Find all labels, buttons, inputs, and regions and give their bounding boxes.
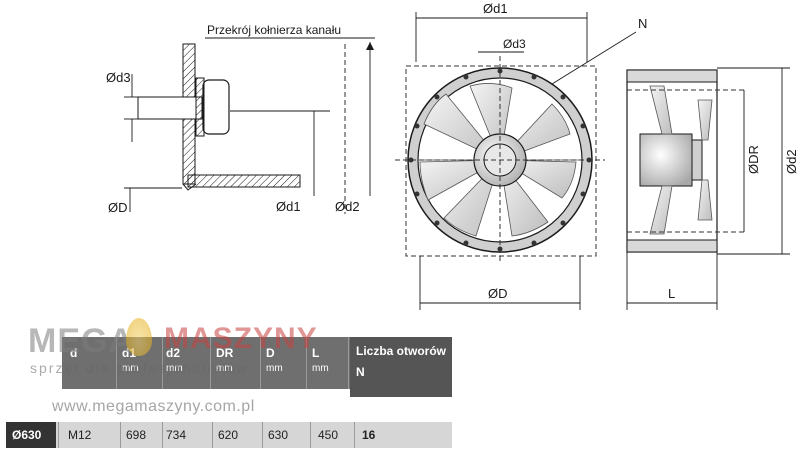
brand-maszyny: MASZYNY: [164, 322, 318, 355]
section-caption: Przekrój kołnierza kanału: [207, 23, 341, 37]
label-D-left: ØD: [108, 200, 128, 215]
label-d1-front: Ød1: [483, 1, 508, 16]
blade-side-bottom: [649, 185, 673, 235]
label-d2-side: Ød2: [784, 149, 799, 174]
leader-N: [551, 31, 637, 85]
bolt-holes: [408, 68, 592, 252]
duct-plate: [187, 174, 301, 188]
cell-model: Ø630: [6, 422, 56, 448]
cell-D: 630: [268, 428, 289, 442]
arrow-d2: [366, 42, 374, 50]
blade-side-top: [649, 85, 673, 135]
table-row: Ø630 M12 698 734 620 630 450 16: [6, 422, 452, 448]
flange-square: [405, 65, 597, 257]
header-d: d: [70, 346, 78, 360]
blade-side-upper: [697, 99, 713, 141]
watermark-logo: MEGA MASZYNY sprzęt dla profesjonalistów: [28, 318, 328, 388]
blade-side-lower: [697, 179, 713, 221]
bolt-nut: [202, 79, 230, 135]
cell-d1: 698: [126, 428, 147, 442]
label-D-front: ØD: [488, 286, 508, 301]
brand-mega: MEGA: [28, 322, 134, 360]
cell-DR: 620: [218, 428, 239, 442]
fan-side-view: ØDR Ød2 L: [626, 67, 799, 310]
brand-drop-icon: [126, 318, 152, 356]
label-d3-front: Ød3: [503, 37, 526, 51]
bolt-shank: [137, 96, 203, 120]
label-d3-left: Ød3: [106, 70, 131, 85]
label-d1-left: Ød1: [276, 199, 301, 214]
label-N: N: [638, 16, 647, 31]
casing-top-flange: [626, 69, 718, 83]
label-d2-left: Ød2: [335, 199, 360, 214]
motor-hub: [691, 139, 703, 181]
cell-d2: 734: [166, 428, 187, 442]
weld-corner: [182, 183, 197, 191]
label-L: L: [668, 286, 675, 301]
casing-bottom-flange: [626, 239, 718, 253]
cell-d: M12: [68, 428, 92, 442]
washer: [195, 77, 205, 137]
brand-tagline: sprzęt dla profesjonalistów: [30, 360, 249, 376]
watermark-url: www.megamaszyny.com.pl: [52, 398, 255, 415]
cell-L: 450: [318, 428, 339, 442]
cell-N: 16: [362, 428, 376, 442]
flange-section-view: Przekrój kołnierza kanału Ød3 ØD Ød1 Ød2: [106, 23, 375, 215]
fan-front-view: Ød1 Ød3 N: [395, 1, 647, 310]
label-DR: ØDR: [746, 145, 761, 174]
motor-body: [639, 133, 693, 187]
